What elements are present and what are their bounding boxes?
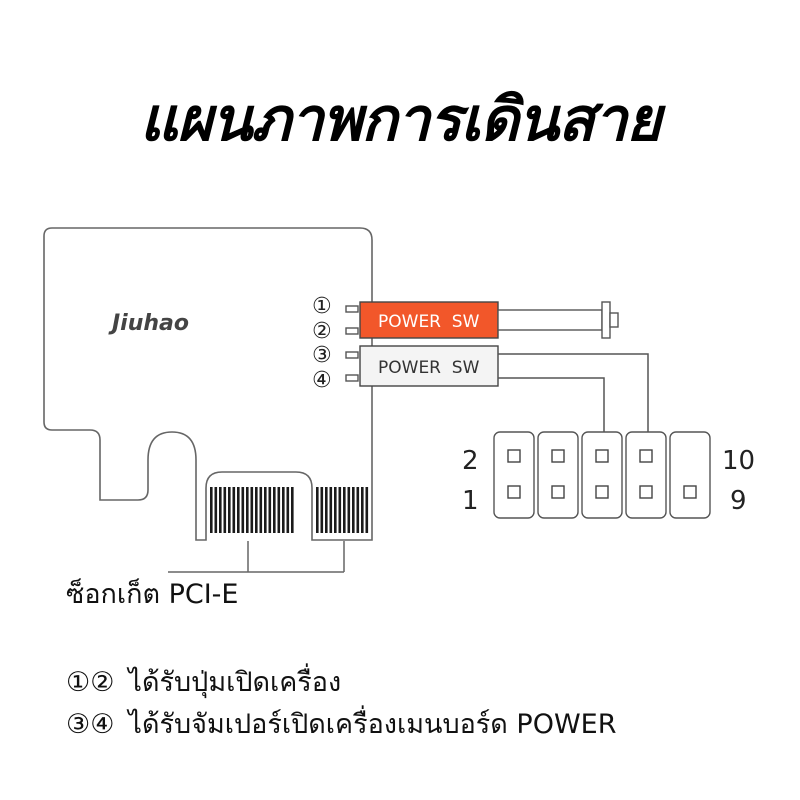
header-label-9: 9: [730, 486, 747, 516]
cable-connector-orange: [359, 301, 499, 339]
header-pin-block: [669, 431, 711, 519]
socket-caption: ซ็อกเก็ต PCI-E: [66, 579, 239, 610]
gold-finger-contact: [232, 487, 236, 533]
header-label-2: 2: [462, 446, 479, 476]
gold-finger-contact: [291, 487, 294, 533]
power-switch-cable-orange: POWER SW: [359, 301, 619, 339]
gold-finger-contact: [210, 487, 213, 533]
gold-finger-contact: [325, 487, 328, 533]
power-switch-cable-white: POWER SW: [359, 345, 649, 456]
header-label-10: 10: [722, 446, 755, 476]
header-pin: [683, 485, 697, 499]
socket-bracket: [168, 541, 345, 573]
note-motherboard-jumper: ③④ ได้รับจัมเปอร์เปิดเครื่องเมนบอร์ด POWE…: [66, 702, 616, 745]
gold-finger-contact: [246, 487, 249, 533]
note-2-text: ได้รับจัมเปอร์เปิดเครื่องเมนบอร์ด POWER: [128, 709, 617, 740]
pcie-card-outline: [43, 227, 373, 541]
gold-finger-contact: [329, 487, 333, 533]
gold-finger-contact: [264, 487, 267, 533]
power-button-tip: [609, 312, 619, 328]
header-pin: [551, 449, 565, 463]
gold-finger-contact: [338, 487, 342, 533]
page-title: แผนภาพการเดินสาย: [139, 85, 662, 155]
header-label-1: 1: [462, 486, 479, 516]
pcie-gold-fingers-long: [210, 487, 294, 533]
gold-finger-contact: [277, 487, 281, 533]
cable-top-label: POWER SW: [378, 312, 480, 332]
gold-finger-contact: [255, 487, 258, 533]
gold-finger-contact: [241, 487, 245, 533]
header-pin: [639, 485, 653, 499]
cable-connector-white: [359, 345, 499, 387]
gold-finger-contact: [334, 487, 337, 533]
gold-finger-contact: [228, 487, 231, 533]
card-pin-header: [345, 305, 359, 382]
gold-finger-contact: [316, 487, 319, 533]
header-pin: [551, 485, 565, 499]
gold-finger-contact: [347, 487, 351, 533]
pin-marker-4: ④: [312, 368, 332, 393]
gold-finger-contact: [282, 487, 285, 533]
pin-marker-3: ③: [312, 343, 332, 368]
gold-finger-contact: [343, 487, 346, 533]
note-1-text: ได้รับปุ่มเปิดเครื่อง: [128, 667, 342, 698]
header-pin-block: [537, 431, 579, 519]
header-pin-block: [493, 431, 535, 519]
pin-marker-1: ①: [312, 294, 332, 319]
gold-finger-contact: [237, 487, 240, 533]
gold-finger-contact: [320, 487, 324, 533]
note-switch-button: ①② ได้รับปุ่มเปิดเครื่อง: [66, 660, 341, 703]
gold-finger-contact: [365, 487, 369, 533]
header-pin: [595, 449, 609, 463]
cable-bottom-label: POWER SW: [378, 358, 480, 378]
header-pin: [507, 485, 521, 499]
pcie-gold-fingers-short: [316, 487, 369, 533]
gold-finger-contact: [268, 487, 272, 533]
gold-finger-contact: [352, 487, 355, 533]
gold-finger-contact: [219, 487, 222, 533]
header-pin-block: [581, 431, 623, 519]
note-2-number: ③④: [66, 709, 115, 740]
pin-marker-2: ②: [312, 319, 332, 344]
motherboard-header: [493, 431, 711, 519]
gold-finger-contact: [286, 487, 290, 533]
brand-logo: Jiuhao: [108, 311, 189, 336]
gold-finger-contact: [361, 487, 364, 533]
gold-finger-contact: [223, 487, 227, 533]
gold-finger-contact: [273, 487, 276, 533]
gold-finger-contact: [214, 487, 218, 533]
header-pin: [639, 449, 653, 463]
header-pin: [595, 485, 609, 499]
gold-finger-contact: [259, 487, 263, 533]
header-pin: [507, 449, 521, 463]
note-1-number: ①②: [66, 667, 115, 698]
gold-finger-contact: [250, 487, 254, 533]
header-pin-block: [625, 431, 667, 519]
gold-finger-contact: [356, 487, 360, 533]
power-button-body: [601, 301, 611, 339]
